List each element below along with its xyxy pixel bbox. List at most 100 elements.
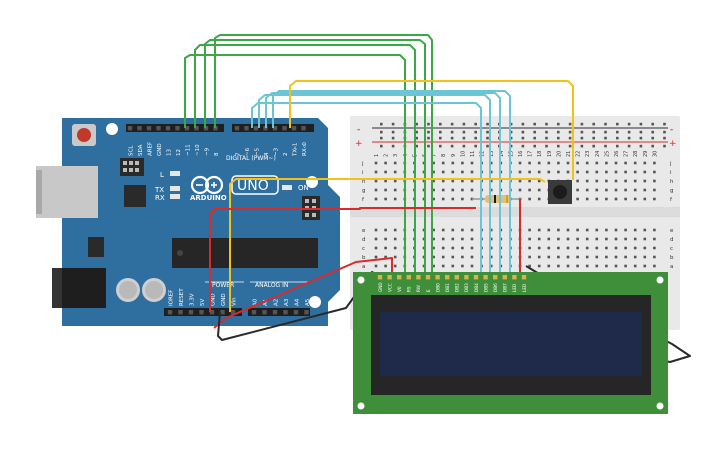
rail-hole[interactable]	[486, 122, 489, 126]
breadboard-hole[interactable]	[653, 246, 656, 250]
rail-hole[interactable]	[627, 122, 631, 126]
breadboard-hole[interactable]	[432, 264, 435, 268]
breadboard-hole[interactable]	[557, 228, 560, 232]
breadboard-hole[interactable]	[643, 197, 647, 201]
header-pin[interactable]	[165, 126, 171, 131]
breadboard-hole[interactable]	[585, 255, 589, 259]
rail-hole[interactable]	[380, 144, 383, 148]
breadboard-hole[interactable]	[624, 188, 627, 192]
rail-hole[interactable]	[391, 130, 395, 134]
rail-hole[interactable]	[557, 122, 560, 126]
lcd-pin[interactable]	[454, 275, 459, 280]
rail-hole[interactable]	[533, 136, 536, 140]
breadboard-hole[interactable]	[461, 188, 464, 192]
breadboard-hole[interactable]	[374, 170, 378, 174]
breadboard-hole[interactable]	[585, 179, 589, 183]
rail-hole[interactable]	[604, 130, 607, 134]
breadboard-hole[interactable]	[643, 228, 647, 232]
breadboard-hole[interactable]	[470, 255, 474, 259]
rail-hole[interactable]	[415, 136, 418, 140]
breadboard-hole[interactable]	[451, 161, 455, 165]
header-pin[interactable]	[291, 126, 297, 131]
rail-hole[interactable]	[545, 130, 548, 134]
rail-hole[interactable]	[450, 144, 454, 148]
header-pin[interactable]	[188, 310, 194, 315]
breadboard-hole[interactable]	[451, 179, 455, 183]
lcd-pin[interactable]	[512, 275, 517, 280]
lcd-pin[interactable]	[464, 275, 469, 280]
breadboard-hole[interactable]	[605, 170, 608, 174]
rail-hole[interactable]	[533, 130, 536, 134]
header-pin[interactable]	[304, 310, 309, 315]
breadboard-hole[interactable]	[518, 188, 522, 192]
breadboard-hole[interactable]	[461, 228, 464, 232]
breadboard-hole[interactable]	[643, 255, 647, 259]
rail-hole[interactable]	[545, 122, 548, 126]
breadboard-hole[interactable]	[614, 237, 618, 241]
rail-hole[interactable]	[627, 144, 631, 148]
lcd-pin[interactable]	[397, 275, 402, 280]
rail-hole[interactable]	[568, 130, 572, 134]
breadboard-hole[interactable]	[643, 161, 647, 165]
breadboard-hole[interactable]	[557, 264, 560, 268]
breadboard-hole[interactable]	[624, 197, 627, 201]
breadboard-hole[interactable]	[614, 228, 618, 232]
breadboard-hole[interactable]	[566, 237, 570, 241]
breadboard-hole[interactable]	[489, 179, 493, 183]
breadboard-hole[interactable]	[614, 161, 618, 165]
breadboard-hole[interactable]	[653, 197, 656, 201]
rail-hole[interactable]	[486, 130, 489, 134]
rail-hole[interactable]	[533, 122, 536, 126]
breadboard-hole[interactable]	[566, 161, 570, 165]
breadboard-hole[interactable]	[528, 197, 531, 201]
breadboard-hole[interactable]	[393, 188, 397, 192]
breadboard-hole[interactable]	[585, 170, 589, 174]
breadboard-hole[interactable]	[624, 170, 627, 174]
breadboard-hole[interactable]	[518, 179, 522, 183]
breadboard-hole[interactable]	[537, 228, 541, 232]
breadboard-hole[interactable]	[441, 170, 445, 174]
breadboard-hole[interactable]	[633, 237, 637, 241]
breadboard-hole[interactable]	[576, 255, 579, 259]
breadboard-hole[interactable]	[461, 264, 464, 268]
breadboard-hole[interactable]	[614, 246, 618, 250]
breadboard-hole[interactable]	[441, 255, 445, 259]
breadboard-hole[interactable]	[432, 255, 435, 259]
breadboard-hole[interactable]	[374, 246, 378, 250]
rail-hole[interactable]	[509, 144, 513, 148]
rail-hole[interactable]	[380, 136, 383, 140]
breadboard-hole[interactable]	[451, 237, 455, 241]
breadboard-hole[interactable]	[374, 179, 378, 183]
rail-hole[interactable]	[616, 130, 619, 134]
breadboard-hole[interactable]	[441, 197, 445, 201]
breadboard-hole[interactable]	[595, 179, 599, 183]
header-pin[interactable]	[175, 126, 180, 131]
breadboard-hole[interactable]	[624, 179, 627, 183]
breadboard-hole[interactable]	[518, 161, 522, 165]
header-pin[interactable]	[230, 310, 236, 315]
rail-hole[interactable]	[415, 130, 418, 134]
breadboard-hole[interactable]	[624, 264, 627, 268]
rail-hole[interactable]	[521, 130, 525, 134]
lcd-pin[interactable]	[473, 275, 479, 280]
breadboard-hole[interactable]	[432, 246, 435, 250]
breadboard-hole[interactable]	[374, 237, 378, 241]
breadboard-hole[interactable]	[633, 255, 637, 259]
breadboard-hole[interactable]	[374, 264, 378, 268]
breadboard-hole[interactable]	[528, 188, 531, 192]
rail-hole[interactable]	[627, 136, 631, 140]
rail-hole[interactable]	[545, 144, 548, 148]
breadboard-hole[interactable]	[585, 237, 589, 241]
breadboard-hole[interactable]	[624, 237, 627, 241]
breadboard-hole[interactable]	[393, 228, 397, 232]
header-pin[interactable]	[262, 310, 267, 315]
breadboard-hole[interactable]	[537, 188, 541, 192]
header-pin[interactable]	[194, 126, 199, 131]
rail-hole[interactable]	[450, 136, 454, 140]
breadboard-hole[interactable]	[461, 161, 464, 165]
rail-hole[interactable]	[663, 122, 666, 126]
breadboard-hole[interactable]	[566, 170, 570, 174]
breadboard-hole[interactable]	[528, 161, 531, 165]
lcd-pin[interactable]	[483, 275, 488, 280]
breadboard-hole[interactable]	[432, 179, 435, 183]
